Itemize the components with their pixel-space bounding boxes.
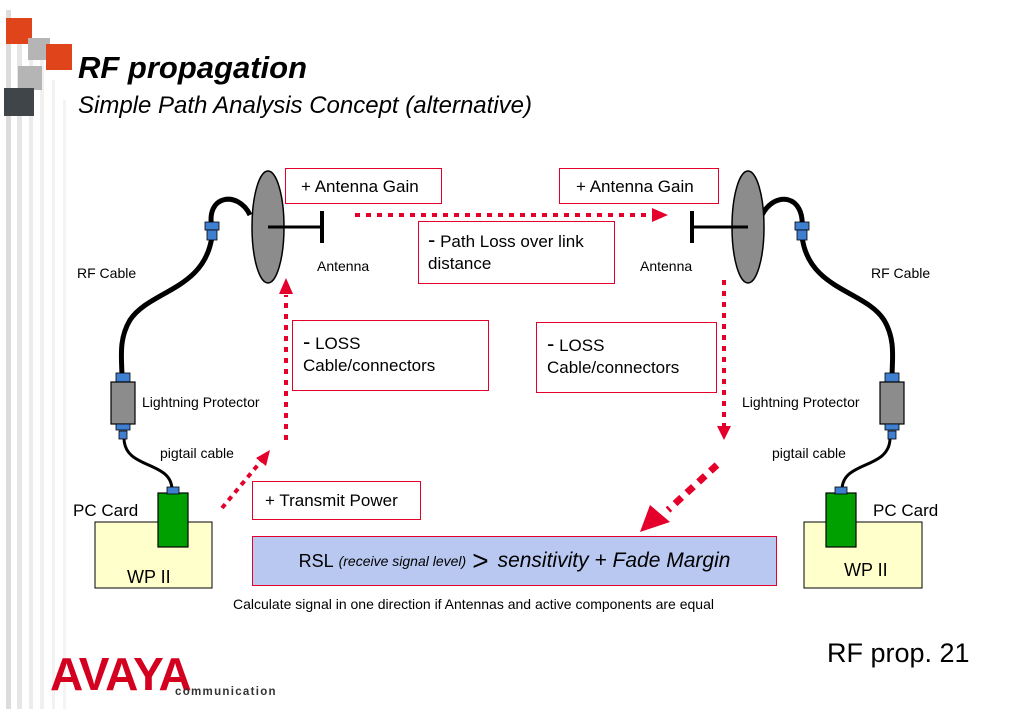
greater-than-sign: > (472, 545, 489, 576)
footnote: Calculate signal in one direction if Ant… (233, 596, 714, 612)
pigtail-label-left: pigtail cable (160, 445, 234, 461)
loss-sign-right: - (547, 331, 555, 356)
lightning-protector-left (110, 381, 136, 425)
rsl-term: RSL (298, 550, 334, 571)
transmit-power-box: + Transmit Power (252, 481, 421, 520)
loss-text-right: LOSS Cable/connectors (547, 336, 680, 377)
rf-cable-left (118, 196, 253, 379)
connector-icon (204, 221, 220, 231)
pigtail-cable-left (122, 437, 174, 491)
pc-card-left (157, 492, 189, 548)
corner-decoration (4, 10, 72, 709)
lightning-protector-label-left: Lightning Protector (142, 394, 260, 410)
left-station (94, 170, 324, 589)
wp-label-left: WP II (127, 567, 171, 587)
path-loss-box: - Path Loss over link distance (418, 221, 615, 284)
right-station (690, 170, 923, 589)
avaya-logo-wordmark: AVAYA (50, 648, 191, 700)
loss-sign-left: - (303, 329, 311, 354)
page-number: RF prop. 21 (827, 638, 970, 668)
logo-subtext: communication (175, 686, 277, 698)
lightning-protector-label-right: Lightning Protector (742, 394, 860, 410)
avaya-logo: AVAYA (50, 648, 192, 700)
arrow-receive (665, 462, 720, 513)
antenna-gain-label-right: + Antenna Gain (576, 177, 694, 196)
path-loss-sign: - (428, 227, 436, 252)
antenna-label-right: Antenna (640, 258, 693, 274)
loss-box-right: - LOSS Cable/connectors (536, 322, 717, 393)
pigtail-cable-right (840, 437, 892, 491)
pc-card-label-left: PC Card (73, 501, 139, 520)
rf-cable-label-left: RF Cable (77, 265, 137, 281)
wp-box-right (803, 521, 923, 589)
pigtail-label-right: pigtail cable (772, 445, 846, 461)
page-title: RF propagation (78, 50, 308, 85)
transmit-power-label: + Transmit Power (265, 491, 398, 510)
sensitivity-fade-margin: sensitivity + Fade Margin (497, 549, 731, 572)
pc-card-label-right: PC Card (873, 501, 939, 520)
antenna-gain-box-left: + Antenna Gain (285, 168, 442, 204)
antenna-label-left: Antenna (317, 258, 370, 274)
pc-card-right (825, 492, 857, 548)
wp-box-left (94, 521, 213, 589)
loss-box-left: - LOSS Cable/connectors (292, 320, 489, 391)
antenna-gain-label-left: + Antenna Gain (301, 177, 419, 196)
path-loss-text: Path Loss over link distance (428, 232, 584, 273)
signal-path-arrows (220, 208, 731, 532)
rsl-description: (receive signal level) (338, 553, 467, 569)
page-subtitle: Simple Path Analysis Concept (alternativ… (78, 92, 532, 119)
rf-cable-label-right: RF Cable (871, 265, 931, 281)
rsl-equation-box: RSL (receive signal level) > sensitivity… (252, 536, 777, 586)
arrow-transmit (220, 458, 264, 510)
antenna-gain-box-right: + Antenna Gain (559, 168, 719, 204)
wp-label-right: WP II (844, 560, 888, 580)
lightning-protector-right (879, 381, 905, 425)
loss-text-left: LOSS Cable/connectors (303, 334, 436, 375)
rf-cable-right (759, 196, 896, 379)
arrowhead-icon (256, 450, 270, 466)
